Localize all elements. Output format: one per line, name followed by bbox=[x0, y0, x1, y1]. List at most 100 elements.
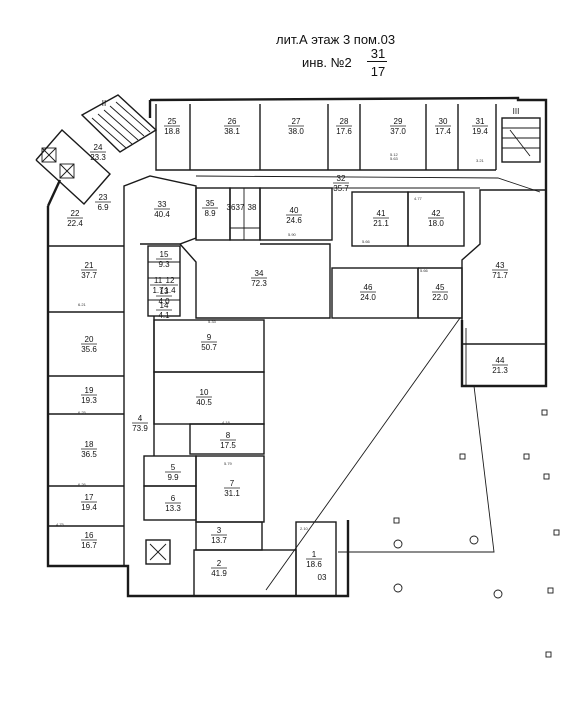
room-area-17: 19.4 bbox=[81, 503, 97, 512]
room-number-16: 16 bbox=[85, 531, 94, 540]
room-area-41: 21.1 bbox=[373, 219, 389, 228]
dimension-label: 5.90 bbox=[288, 232, 297, 237]
room-area-15: 9.3 bbox=[158, 260, 170, 269]
dimension-label: 5.33 bbox=[208, 319, 217, 324]
lift-box-1 bbox=[41, 147, 57, 163]
dimension-label: 5.12 bbox=[390, 152, 399, 157]
section-label: 03 bbox=[318, 573, 327, 582]
room-number-18: 18 bbox=[85, 440, 94, 449]
lift-box-2 bbox=[59, 163, 75, 179]
post-4 bbox=[541, 409, 548, 416]
room-area-43: 71.7 bbox=[492, 271, 508, 280]
room-number-41: 41 bbox=[377, 209, 386, 218]
room-area-24: 23.3 bbox=[90, 153, 106, 162]
room-number-20: 20 bbox=[85, 335, 94, 344]
room-number-46: 46 bbox=[364, 283, 373, 292]
dimension-label: 4.77 bbox=[414, 196, 423, 201]
room-area-34: 72.3 bbox=[251, 279, 267, 288]
dimension-label: 6.21 bbox=[78, 302, 87, 307]
room-number-8: 8 bbox=[226, 431, 231, 440]
room-number-19: 19 bbox=[85, 386, 94, 395]
room-number-17: 17 bbox=[85, 493, 94, 502]
room-number-2: 2 bbox=[217, 559, 222, 568]
room-area-27: 38.0 bbox=[288, 127, 304, 136]
room-number-35: 35 bbox=[206, 199, 215, 208]
dimension-label: 5.63 bbox=[390, 156, 399, 161]
dimension-labels: 5.796.216.256.265.335.905.664.755.123.21… bbox=[56, 152, 485, 531]
room-number-40: 40 bbox=[290, 206, 299, 215]
room-area-21: 37.7 bbox=[81, 271, 97, 280]
room-area-10: 40.5 bbox=[196, 398, 212, 407]
room-number-6: 6 bbox=[171, 494, 176, 503]
room-number-31: 31 bbox=[476, 117, 485, 126]
room-number-44: 44 bbox=[496, 356, 505, 365]
room-number-33: 33 bbox=[158, 200, 167, 209]
dimension-label: 6.25 bbox=[78, 410, 87, 415]
room-area-23: 6.9 bbox=[97, 203, 109, 212]
post-2 bbox=[459, 453, 466, 460]
column-1 bbox=[393, 539, 403, 549]
fixtures bbox=[41, 101, 560, 658]
room-area-5: 9.9 bbox=[167, 473, 179, 482]
post-7 bbox=[547, 587, 554, 594]
room-number-3: 3 bbox=[217, 526, 222, 535]
room-area-19: 19.3 bbox=[81, 396, 97, 405]
room-area-1: 18.6 bbox=[306, 560, 322, 569]
room-number-4: 4 bbox=[138, 414, 143, 423]
room-labels: 118.6241.9313.7473.959.9613.3731.1817.59… bbox=[67, 117, 508, 578]
dimension-label: 3.21 bbox=[476, 158, 485, 163]
room-area-25: 18.8 bbox=[164, 127, 180, 136]
room-number-15: 15 bbox=[160, 250, 169, 259]
room-area-12: 1.4 bbox=[164, 286, 176, 295]
post-5 bbox=[543, 473, 550, 480]
room-area-30: 17.4 bbox=[435, 127, 451, 136]
room-number-34: 34 bbox=[255, 269, 264, 278]
room-number-45: 45 bbox=[436, 283, 445, 292]
dimension-label: 4.75 bbox=[56, 522, 65, 527]
room-area-46: 24.0 bbox=[360, 293, 376, 302]
room-number-42: 42 bbox=[432, 209, 441, 218]
outer-walls bbox=[35, 94, 548, 598]
inventory-label: инв. №2 bbox=[302, 55, 352, 70]
room-number-9: 9 bbox=[207, 333, 212, 342]
room-number-12: 12 bbox=[166, 276, 175, 285]
room-number-30: 30 bbox=[439, 117, 448, 126]
post-6 bbox=[553, 529, 560, 536]
room-area-42: 18.0 bbox=[428, 219, 444, 228]
room-area-13: 4.0 bbox=[158, 297, 170, 306]
post-3 bbox=[523, 453, 530, 460]
room-number-36: 36 bbox=[227, 203, 236, 212]
column-2 bbox=[393, 583, 403, 593]
room-area-40: 24.6 bbox=[286, 216, 302, 225]
room-area-18: 36.5 bbox=[81, 450, 97, 459]
room-number-32: 32 bbox=[337, 174, 346, 183]
room-area-31: 19.4 bbox=[472, 127, 488, 136]
room-area-29: 37.0 bbox=[390, 127, 406, 136]
dimension-label: 5.66 bbox=[420, 268, 429, 273]
room-number-26: 26 bbox=[228, 117, 237, 126]
stair-treads-iii bbox=[501, 117, 541, 163]
room-number-37: 37 bbox=[236, 203, 245, 212]
column-3 bbox=[469, 535, 479, 545]
room-number-11: 11 bbox=[154, 276, 163, 285]
room-area-16: 16.7 bbox=[81, 541, 97, 550]
room-area-26: 38.1 bbox=[224, 127, 240, 136]
post-1 bbox=[393, 517, 400, 524]
room-number-1: 1 bbox=[312, 550, 317, 559]
room-number-5: 5 bbox=[171, 463, 176, 472]
room-area-35: 8.9 bbox=[204, 209, 216, 218]
room-area-28: 17.6 bbox=[336, 127, 352, 136]
room-area-6: 13.3 bbox=[165, 504, 181, 513]
room-area-11: 1.7 bbox=[152, 286, 164, 295]
room-area-33: 40.4 bbox=[154, 210, 170, 219]
post-8 bbox=[545, 651, 552, 658]
room-number-28: 28 bbox=[340, 117, 349, 126]
room-number-25: 25 bbox=[168, 117, 177, 126]
room-number-24: 24 bbox=[94, 143, 103, 152]
room-area-2: 41.9 bbox=[211, 569, 227, 578]
room-number-14: 14 bbox=[160, 301, 169, 310]
inventory-denominator: 17 bbox=[370, 64, 386, 79]
room-area-7: 31.1 bbox=[224, 489, 240, 498]
room-area-44: 21.3 bbox=[492, 366, 508, 375]
